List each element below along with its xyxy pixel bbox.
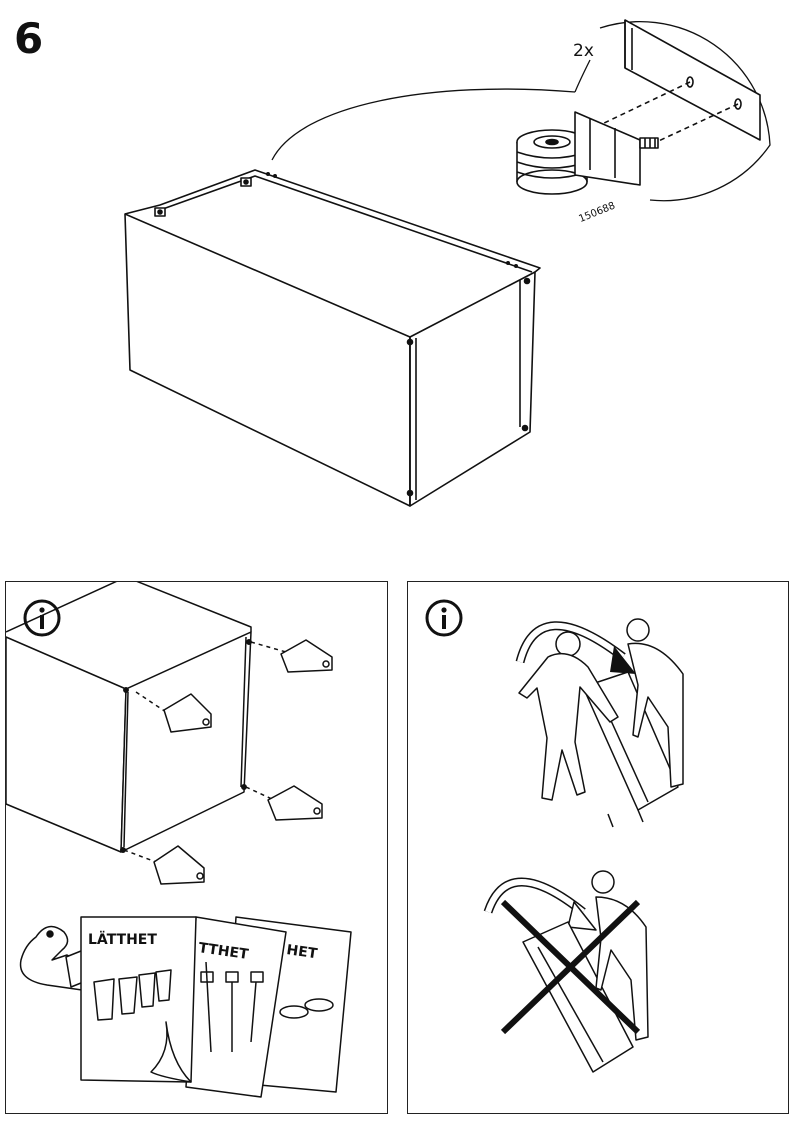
cabinet-side-panel [409,271,536,507]
legs-illustration: LÄTTHET TTHET HET [6,582,352,1098]
leg-2 [280,639,333,673]
leg-4 [153,845,205,885]
adjustable-foot [516,111,659,195]
detail-circle [599,21,771,202]
booklet-1 [80,916,197,1083]
part-number: 150688 [577,200,617,225]
step-number: 6 [14,14,44,63]
booklet-title-2: TTHET [197,940,249,963]
tipping-illustration [425,599,684,1073]
quantity-label: 2x [573,41,594,61]
info-panel-tipping [407,581,789,1114]
leg-1 [163,693,212,733]
cabinet-front-panel [124,213,411,507]
main-illustration: 2x 150688 [124,19,771,507]
corner-bracket-left [154,207,166,217]
booklet-title-1: LÄTTHET [88,931,157,948]
info-icon [425,599,463,637]
corner-bracket-right [240,177,252,187]
cabinet-bottom [6,636,127,853]
callout-arc [271,88,576,161]
leg-3 [267,785,323,821]
info-panel-legs: LÄTTHET TTHET HET [5,581,388,1114]
booklet-title-3: HET [285,942,318,962]
arrow-head [610,646,636,674]
correct-two-person-tilt [515,618,684,828]
info-icon [23,599,61,637]
prohibited-cross-icon [500,899,641,1035]
